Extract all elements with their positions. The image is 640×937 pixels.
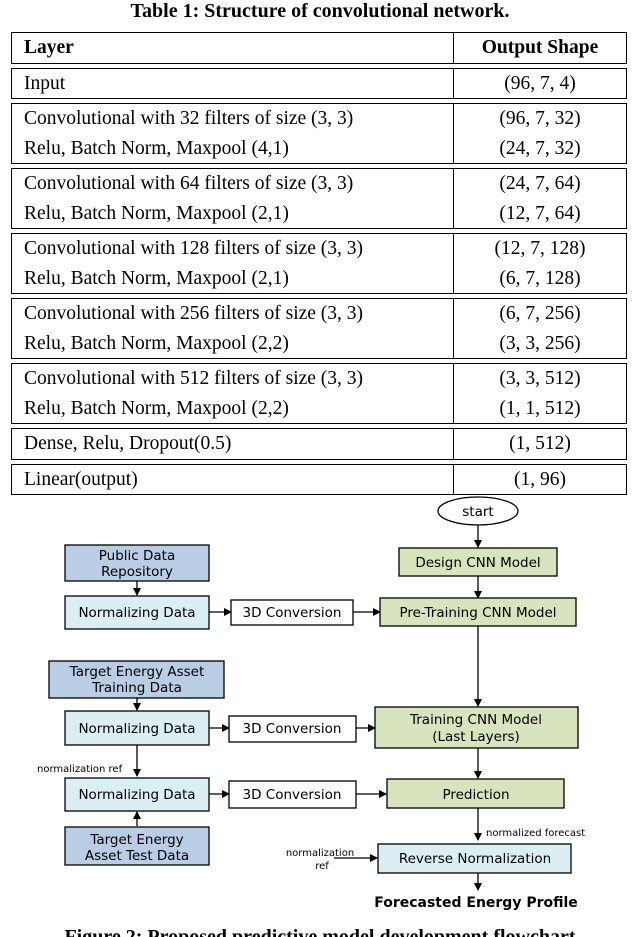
- table-row: Convolutional with 256 filters of size (…: [11, 298, 627, 329]
- target-training-label-2: Training Data: [91, 680, 182, 696]
- header-layer: Layer: [11, 32, 454, 64]
- table-row: Relu, Batch Norm, Maxpool (4,1)(24, 7, 3…: [11, 133, 627, 164]
- normalization-ref-label-1: normalization ref: [37, 764, 123, 775]
- public-data-box: [64, 544, 210, 582]
- table-row: Relu, Batch Norm, Maxpool (2,1)(12, 7, 6…: [11, 198, 627, 229]
- flowchart: start Design CNN Model Public Data Repos…: [37, 496, 585, 911]
- reverse-normalization-label: Reverse Normalization: [399, 851, 551, 867]
- output-shape-cell: (6, 7, 128): [453, 263, 627, 294]
- target-test-label-2: Asset Test Data: [85, 848, 189, 864]
- start-terminal: [437, 496, 519, 526]
- layer-cell: Relu, Batch Norm, Maxpool (2,1): [11, 198, 454, 229]
- header-output-shape: Output Shape: [453, 32, 627, 64]
- layer-cell: Relu, Batch Norm, Maxpool (4,1): [11, 133, 454, 164]
- flowchart-arrows: [133, 525, 482, 891]
- layer-cell: Convolutional with 64 filters of size (3…: [11, 168, 454, 199]
- training-cnn-box: [374, 706, 579, 749]
- conversion-label-2: 3D Conversion: [243, 721, 342, 737]
- conversion-box-2: [228, 715, 357, 743]
- layer-cell: Relu, Batch Norm, Maxpool (2,1): [11, 263, 454, 294]
- conversion-label-3: 3D Conversion: [243, 787, 342, 803]
- output-shape-cell: (6, 7, 256): [453, 298, 627, 329]
- table-row: Convolutional with 32 filters of size (3…: [11, 103, 627, 134]
- conversion-label-1: 3D Conversion: [243, 605, 342, 621]
- layer-cell: Input: [11, 67, 454, 99]
- reverse-normalization-box: [377, 843, 572, 874]
- normalization-ref-label-2b: ref: [315, 861, 329, 872]
- forecasted-profile-label: Forecasted Energy Profile: [374, 895, 578, 911]
- normalizing-label-2: Normalizing Data: [78, 721, 195, 737]
- output-shape-cell: (12, 7, 64): [453, 198, 627, 229]
- table-caption: Table 1: Structure of convolutional netw…: [130, 0, 510, 22]
- normalized-forecast-label: normalized forecast: [486, 828, 585, 839]
- public-data-label-2: Repository: [101, 564, 173, 580]
- normalizing-box-3: [64, 777, 210, 812]
- design-cnn-box: [398, 547, 558, 577]
- table-row: Convolutional with 512 filters of size (…: [11, 363, 627, 394]
- figure-caption: Figure 2: Proposed predictive model deve…: [64, 926, 576, 937]
- target-training-label-1: Target Energy Asset: [69, 664, 205, 680]
- pretraining-box: [379, 597, 577, 627]
- output-shape-cell: (96, 7, 4): [453, 67, 627, 99]
- table-row: Relu, Batch Norm, Maxpool (2,1)(6, 7, 12…: [11, 263, 627, 294]
- table-row: Relu, Batch Norm, Maxpool (2,2)(3, 3, 25…: [11, 328, 627, 359]
- start-label: start: [462, 504, 493, 520]
- layer-cell: Convolutional with 256 filters of size (…: [11, 298, 454, 329]
- normalizing-box-2: [64, 710, 210, 746]
- prediction-box: [386, 778, 565, 809]
- public-data-label-1: Public Data: [99, 548, 175, 564]
- output-shape-cell: (24, 7, 64): [453, 168, 627, 199]
- table-row: Linear(output)(1, 96): [11, 463, 627, 495]
- output-shape-cell: (12, 7, 128): [453, 233, 627, 264]
- output-shape-cell: (96, 7, 32): [453, 103, 627, 134]
- layer-cell: Relu, Batch Norm, Maxpool (2,2): [11, 328, 454, 359]
- table-row: Convolutional with 128 filters of size (…: [11, 233, 627, 264]
- normalizing-label-3: Normalizing Data: [78, 787, 195, 803]
- layer-cell: Relu, Batch Norm, Maxpool (2,2): [11, 393, 454, 424]
- output-shape-cell: (1, 512): [453, 428, 627, 460]
- training-cnn-label-1: Training CNN Model: [409, 712, 542, 728]
- table-row: Relu, Batch Norm, Maxpool (2,2)(1, 1, 51…: [11, 393, 627, 424]
- target-test-label-1: Target Energy: [89, 832, 183, 848]
- normalizing-box-1: [64, 595, 210, 630]
- output-shape-cell: (1, 96): [453, 463, 627, 495]
- normalizing-label-1: Normalizing Data: [78, 605, 195, 621]
- network-structure-table: Layer Output Shape Input(96, 7, 4) Convol…: [11, 32, 627, 495]
- table-row: Convolutional with 64 filters of size (3…: [11, 168, 627, 199]
- training-cnn-label-2: (Last Layers): [432, 729, 520, 745]
- normalization-ref-label-2a: normalization: [286, 848, 354, 859]
- target-training-box: [48, 660, 225, 699]
- output-shape-cell: (24, 7, 32): [453, 133, 627, 164]
- layer-cell: Dense, Relu, Dropout(0.5): [11, 428, 454, 460]
- conversion-box-3: [228, 780, 357, 809]
- output-shape-cell: (3, 3, 256): [453, 328, 627, 359]
- layer-cell: Convolutional with 512 filters of size (…: [11, 363, 454, 394]
- layer-cell: Convolutional with 128 filters of size (…: [11, 233, 454, 264]
- table-header-row: Layer Output Shape: [11, 32, 627, 64]
- conversion-box-1: [230, 599, 354, 626]
- layer-cell: Convolutional with 32 filters of size (3…: [11, 103, 454, 134]
- target-test-box: [64, 826, 210, 866]
- pretraining-label: Pre-Training CNN Model: [399, 605, 556, 621]
- output-shape-cell: (1, 1, 512): [453, 393, 627, 424]
- layer-cell: Linear(output): [11, 463, 454, 495]
- prediction-label: Prediction: [442, 787, 509, 803]
- output-shape-cell: (3, 3, 512): [453, 363, 627, 394]
- table-row: Dense, Relu, Dropout(0.5)(1, 512): [11, 428, 627, 460]
- design-cnn-label: Design CNN Model: [415, 555, 540, 571]
- table-row: Input(96, 7, 4): [11, 67, 627, 99]
